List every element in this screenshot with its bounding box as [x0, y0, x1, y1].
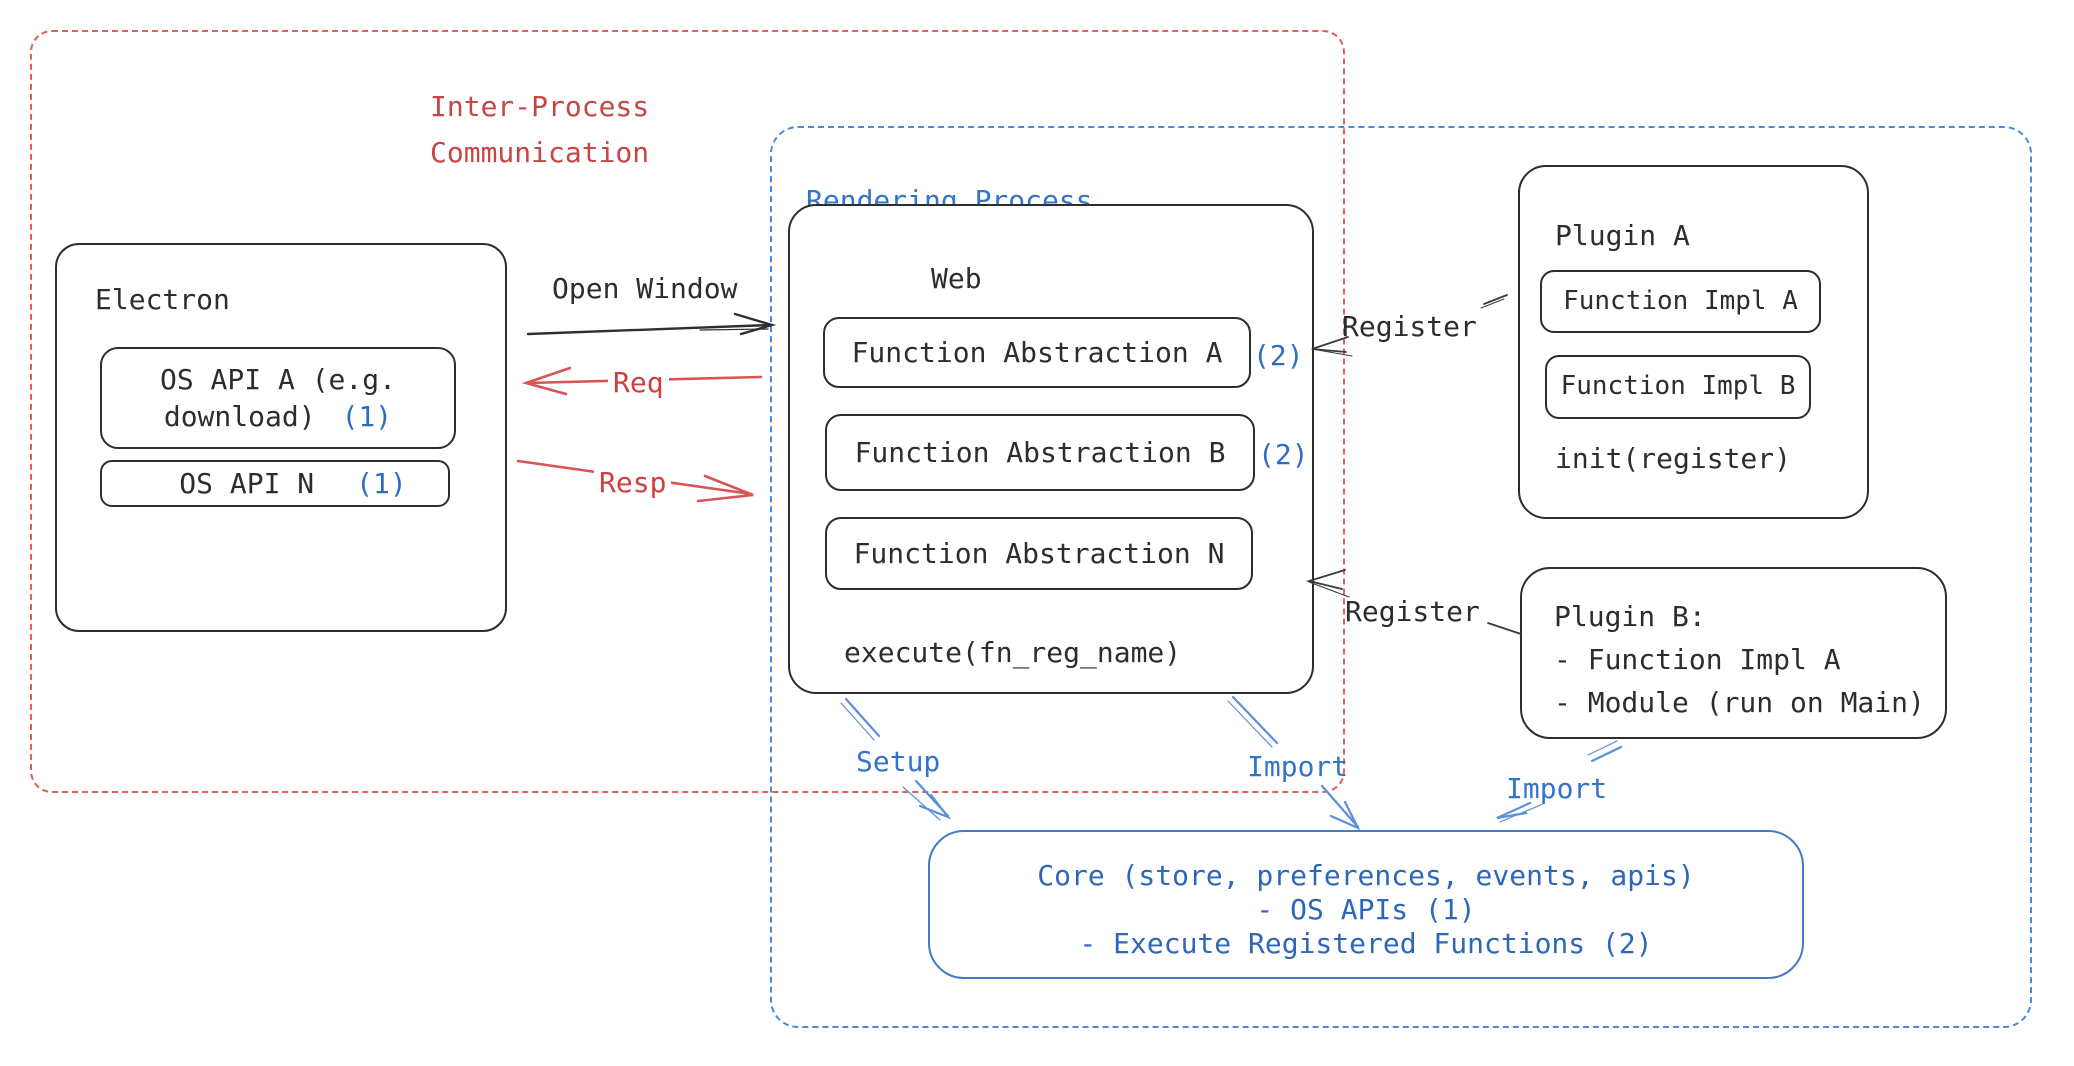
ipc-label-line1: Inter-Process: [430, 90, 650, 123]
core-box: Core (store, preferences, events, apis)-…: [928, 830, 1804, 979]
resp-label: Resp: [594, 466, 672, 500]
plugin-a-box: Plugin A Function Impl A Function Impl B…: [1518, 165, 1869, 519]
import-web-label: Import: [1247, 750, 1349, 783]
plugin-a-title: Plugin A: [1555, 219, 1690, 252]
function-abstraction-a-box: Function Abstraction A: [823, 317, 1251, 388]
plugin-b-box: Plugin B: - Function Impl A - Module (run …: [1520, 567, 1947, 739]
function-abstraction-n-box: Function Abstraction N: [825, 517, 1253, 590]
core-text: Core (store, preferences, events, apis)-…: [930, 859, 1802, 961]
os-api-n-box: OS API N (1): [100, 460, 450, 507]
os-api-n-label: OS API N: [179, 466, 315, 500]
web-title: Web: [931, 262, 982, 295]
open-window-label: Open Window: [552, 272, 738, 305]
web-execute-text: execute(fn_reg_name): [844, 636, 1182, 669]
os-api-n-badge: (1): [356, 466, 407, 500]
function-impl-b-box: Function Impl B: [1545, 355, 1811, 419]
plugin-a-init-text: init(register): [1555, 442, 1792, 475]
setup-label: Setup: [856, 745, 941, 778]
core-line1: Core (store, preferences, events, apis): [1037, 859, 1695, 892]
os-api-a-box: OS API A (e.g. download) (1): [100, 347, 456, 449]
ipc-label-line2: Communication: [430, 136, 650, 169]
os-api-a-badge: (1): [341, 399, 393, 433]
os-api-a-line2: download): [163, 399, 316, 433]
register-top-label: Register: [1342, 310, 1477, 343]
plugin-b-title: Plugin B:: [1554, 600, 1706, 633]
plugin-b-item-module: - Module (run on Main): [1554, 686, 1925, 719]
plugin-b-text: Plugin B: - Function Impl A - Module (run …: [1554, 595, 1925, 724]
ipc-region-border: [30, 30, 1345, 793]
plugin-b-item-impl-a: - Function Impl A: [1554, 643, 1841, 676]
register-bottom-label: Register: [1345, 595, 1480, 628]
core-line3: - Execute Registered Functions (2): [1079, 927, 1653, 960]
electron-box: Electron OS API A (e.g. download) (1) OS…: [55, 243, 507, 632]
function-abstraction-b-badge: (2): [1258, 438, 1309, 471]
import-plugin-b-label: Import: [1506, 772, 1608, 805]
web-box: Web Function Abstraction A (2) Function …: [788, 204, 1314, 694]
electron-title: Electron: [95, 283, 230, 316]
function-abstraction-b-box: Function Abstraction B: [825, 414, 1255, 491]
rendering-region-border: [770, 126, 2032, 1028]
function-impl-a-box: Function Impl A: [1540, 270, 1821, 333]
req-label: Req: [608, 366, 669, 400]
core-line2: - OS APIs (1): [1256, 893, 1476, 926]
os-api-a-line1: OS API A (e.g.: [159, 362, 396, 396]
function-abstraction-a-badge: (2): [1253, 339, 1304, 372]
